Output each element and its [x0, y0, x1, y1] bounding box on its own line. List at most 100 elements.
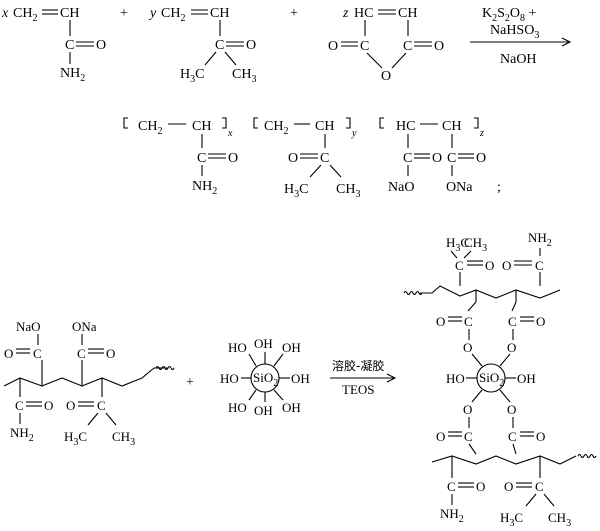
plus-sign: + [186, 375, 194, 390]
ch-label: CH [60, 6, 79, 21]
hydroxyl-label: HO [228, 340, 247, 355]
carbonyl-c: C [464, 314, 473, 329]
carbonyl-o: O [288, 151, 298, 166]
carbonyl-c-left: C [360, 39, 369, 54]
plus-sign: + [120, 6, 128, 21]
carbonyl-c-left: C [403, 151, 412, 166]
semicolon: ; [497, 180, 501, 195]
nh2-label: NH2 [10, 425, 34, 444]
carbonyl-c-right: C [403, 39, 412, 54]
carbonyl-o: O [246, 38, 256, 53]
hydroxyl-label: OH [254, 336, 273, 351]
polymer-chain-left: NaO ONa C C O O C O NH2 C O H3C CH3 [3, 319, 175, 448]
carbonyl-c: C [197, 151, 206, 166]
ch2-label: CH2 [161, 6, 185, 24]
carbonyl-c: C [455, 258, 464, 273]
carbonyl-o: O [44, 398, 53, 413]
ester-o: O [463, 340, 472, 355]
ch3-label: CH3 [232, 67, 256, 85]
carbonyl-c: C [464, 429, 473, 444]
h3c-label: H3C [284, 182, 308, 200]
carbonyl-c: C [33, 346, 42, 361]
ester-o: O [507, 402, 516, 417]
carbonyl-c-right: C [447, 151, 456, 166]
h3c-label: H3C [180, 67, 204, 85]
carbonyl-c: C [447, 479, 456, 494]
ona-label: ONa [72, 319, 97, 334]
subscript-x: x [227, 128, 233, 139]
methyl-vinyl-ketone-monomer: y CH2 CH C O H3C CH3 [148, 6, 256, 85]
ch-label: CH [192, 119, 211, 134]
coefficient-x: x [1, 6, 9, 21]
hydroxyl-label: HO [228, 400, 247, 415]
ch-label: CH [315, 119, 334, 134]
hydroxyl-label: OH [517, 371, 536, 386]
subscript-y: y [351, 128, 357, 139]
carbonyl-c: C [77, 346, 86, 361]
hydroxyl-label: HO [446, 371, 465, 386]
h3c-label: H3C [446, 235, 469, 254]
subscript-z: z [479, 128, 484, 139]
h3c-label: H3C [500, 510, 523, 529]
carbonyl-o-right: O [476, 151, 486, 166]
carbonyl-o: O [436, 429, 445, 444]
ch3-label: CH3 [464, 235, 487, 254]
carbonyl-c: C [508, 429, 517, 444]
sol-gel-label: 溶胶-凝胶 [332, 358, 384, 373]
ester-o: O [507, 340, 516, 355]
hydroxyl-label: OH [282, 340, 301, 355]
hydroxyl-label: HO [220, 371, 239, 386]
nh2-label: NH2 [440, 506, 464, 525]
initiator-label: K2S2O8 + [482, 6, 537, 24]
hc-label: HC [354, 6, 373, 21]
carbonyl-c: C [320, 151, 329, 166]
ch2-label: CH2 [264, 119, 288, 137]
nh2-label: NH2 [192, 179, 217, 197]
carbonyl-o: O [96, 38, 106, 53]
ch2-label: CH2 [13, 6, 37, 24]
plus-sign: + [290, 6, 298, 21]
ona-label: ONa [446, 180, 473, 195]
nao-label: NaO [16, 319, 41, 334]
hydroxyl-label: OH [282, 400, 301, 415]
hydroxyl-label: OH [254, 403, 273, 418]
naoh-label: NaOH [500, 52, 537, 67]
carbonyl-o: O [4, 346, 13, 361]
sol-gel-conditions: 溶胶-凝胶 TEOS [330, 358, 397, 397]
carbonyl-c: C [535, 258, 544, 273]
hydroxyl-label: OH [291, 371, 310, 386]
carbonyl-o: O [228, 151, 238, 166]
carbonyl-o: O [502, 258, 511, 273]
carbonyl-o: O [485, 258, 494, 273]
maleic-anhydride-monomer: z HC CH C C O O O [328, 6, 444, 84]
ch3-label: CH3 [336, 182, 360, 200]
coefficient-y: y [148, 6, 157, 21]
ch2-label: CH2 [138, 119, 162, 137]
ester-o: O [463, 402, 472, 417]
carbonyl-c: C [535, 479, 544, 494]
carbonyl-o: O [536, 314, 545, 329]
nao-label: NaO [388, 180, 414, 195]
sio2-label: SiO2 [479, 370, 504, 389]
carbonyl-c: C [15, 398, 24, 413]
teos-label: TEOS [342, 382, 375, 397]
ch-label: CH [398, 6, 417, 21]
carbonyl-o: O [504, 479, 513, 494]
reaction-conditions: K2S2O8 + NaHSO3 NaOH [470, 6, 572, 67]
copolymer-product: CH2 CH x C O NH2 CH2 CH y C O H3C CH3 HC… [123, 117, 501, 200]
sio2-label: SiO2 [253, 370, 278, 389]
carbonyl-o: O [536, 429, 545, 444]
carbonyl-o-left: O [432, 151, 442, 166]
hc-label: HC [396, 119, 415, 134]
carbonyl-o-right: O [434, 39, 444, 54]
carbonyl-o: O [66, 398, 75, 413]
silica-particle: SiO2 HO OH OH HO OH HO OH OH [220, 336, 310, 418]
coefficient-z: z [342, 6, 349, 21]
ch-label: CH [210, 6, 229, 21]
ch-label: CH [442, 119, 461, 134]
carbonyl-o: O [106, 346, 115, 361]
carbonyl-o-left: O [328, 39, 338, 54]
acrylamide-monomer: x CH2 CH C O NH2 [1, 6, 106, 84]
carbonyl-o: O [476, 479, 485, 494]
